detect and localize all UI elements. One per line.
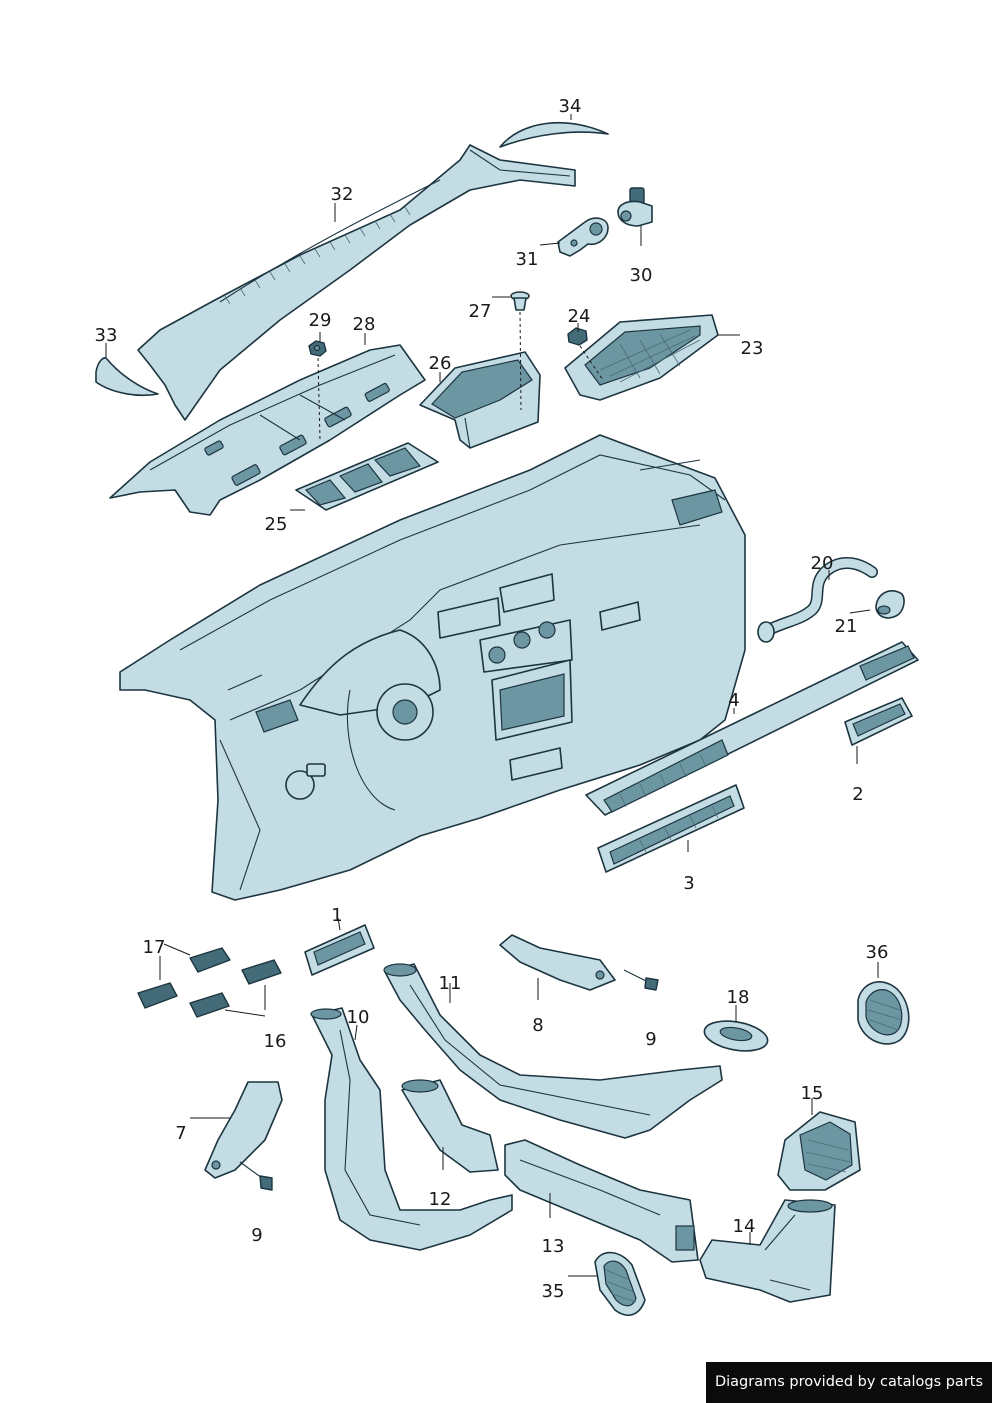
callout-8: 8 (532, 1015, 543, 1036)
leader-lines (105, 114, 879, 1277)
callout-1: 1 (331, 905, 342, 926)
callout-3: 3 (683, 873, 694, 894)
part-16-clip-a[interactable] (241, 959, 282, 985)
part-15-vent-housing[interactable] (777, 1111, 861, 1191)
part-33-trim-piece[interactable] (95, 357, 159, 397)
callout-21: 21 (835, 616, 858, 637)
callout-17: 17 (143, 937, 166, 958)
callout-13: 13 (542, 1236, 565, 1257)
callout-14: 14 (733, 1216, 756, 1237)
callout-labels: 34 32 31 30 33 29 28 27 24 23 26 25 20 2… (95, 96, 889, 1302)
callout-9-upper: 9 (645, 1029, 656, 1050)
callout-11: 11 (439, 973, 462, 994)
callout-24: 24 (568, 306, 591, 327)
credit-banner: Diagrams provided by catalogs parts (706, 1362, 992, 1403)
part-18-oval-cover[interactable] (702, 1017, 770, 1056)
part-12-air-duct[interactable] (401, 1079, 499, 1173)
part-13-air-duct[interactable] (504, 1139, 699, 1263)
part-25-vent-housing[interactable] (295, 442, 439, 511)
part-26-storage-bin[interactable] (419, 351, 541, 449)
part-9-screw-b[interactable] (239, 1161, 273, 1191)
callout-25: 25 (265, 514, 288, 535)
part-36-grille[interactable] (857, 981, 910, 1045)
callout-2: 2 (852, 784, 863, 805)
part-27-clip[interactable] (510, 291, 530, 311)
part-10-air-duct[interactable] (310, 1007, 513, 1251)
callout-23: 23 (741, 338, 764, 359)
callout-35: 35 (542, 1281, 565, 1302)
part-11-air-duct[interactable] (383, 963, 723, 1139)
callout-27: 27 (469, 301, 492, 322)
callout-4: 4 (728, 690, 739, 711)
part-17-clip-a[interactable] (189, 947, 231, 973)
part-14-elbow-duct[interactable] (699, 1199, 836, 1303)
callout-18: 18 (727, 987, 750, 1008)
part-17-clip-b[interactable] (137, 982, 178, 1009)
part-28-dash-carrier[interactable] (109, 344, 426, 516)
part-8-bracket[interactable] (499, 934, 616, 991)
callout-10: 10 (347, 1007, 370, 1028)
part-3-vent-strip[interactable] (597, 784, 745, 873)
part-21-connector[interactable] (875, 590, 905, 619)
part-30-sensor[interactable] (617, 187, 653, 227)
callout-34: 34 (559, 96, 582, 117)
part-1-vent[interactable] (304, 924, 375, 976)
callout-32: 32 (331, 184, 354, 205)
callout-31: 31 (516, 249, 539, 270)
part-main-dashboard[interactable] (119, 434, 746, 901)
part-31-bracket[interactable] (557, 217, 609, 257)
callout-33: 33 (95, 325, 118, 346)
part-7-bracket[interactable] (204, 1081, 283, 1179)
part-16-clip-b[interactable] (189, 992, 230, 1018)
part-23-tray[interactable] (564, 314, 719, 401)
part-9-screw-a[interactable] (623, 969, 659, 991)
part-2-vent[interactable] (844, 697, 913, 746)
callout-12: 12 (429, 1189, 452, 1210)
part-24-clip-nut[interactable] (567, 327, 588, 346)
callout-29: 29 (309, 310, 332, 331)
part-29-nut[interactable] (308, 340, 327, 357)
callout-9-lower: 9 (251, 1225, 262, 1246)
callout-36: 36 (866, 942, 889, 963)
callout-7: 7 (175, 1123, 186, 1144)
callout-16: 16 (264, 1031, 287, 1052)
part-20-hose[interactable] (757, 557, 878, 643)
callout-26: 26 (429, 353, 452, 374)
part-32-scuttle-panel[interactable] (137, 144, 576, 421)
part-35-grille[interactable] (594, 1251, 646, 1316)
callout-20: 20 (811, 553, 834, 574)
callout-30: 30 (630, 265, 653, 286)
callout-28: 28 (353, 314, 376, 335)
part-4-vent-strip[interactable] (585, 641, 919, 816)
part-34-trim-strip[interactable] (499, 121, 609, 148)
callout-15: 15 (801, 1083, 824, 1104)
